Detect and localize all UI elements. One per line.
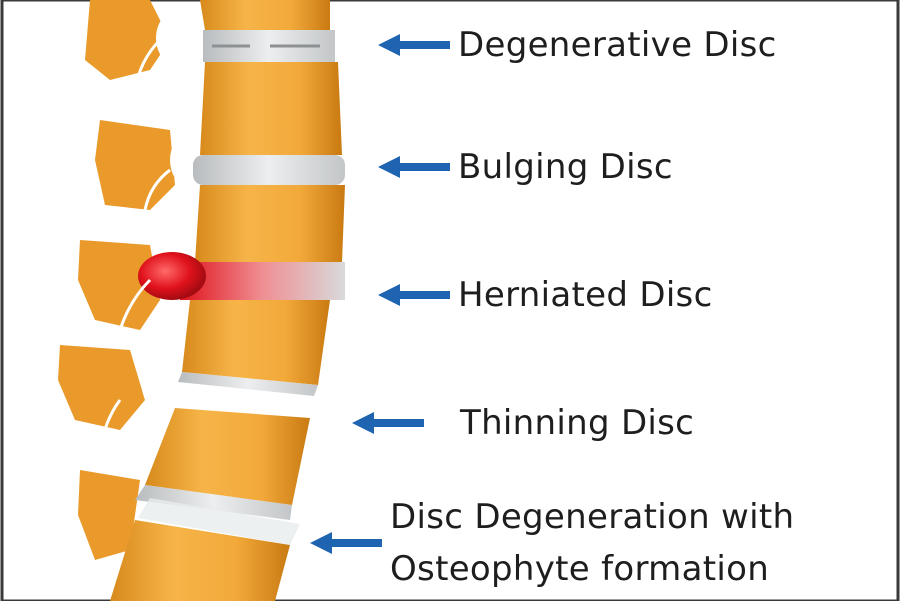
- posterior-processes: [58, 0, 175, 560]
- arrow-icon: [378, 156, 450, 178]
- arrow-icon: [310, 532, 382, 554]
- arrow-icon: [378, 284, 450, 306]
- label-osteophyte-line1: Disc Degeneration with: [390, 497, 795, 537]
- nerve-lines: [98, 38, 171, 451]
- label-bulging-disc: Bulging Disc: [458, 147, 673, 187]
- arrow-icon: [352, 412, 424, 434]
- label-osteophyte-line2: Osteophyte formation: [390, 549, 770, 589]
- label-thinning-disc: Thinning Disc: [460, 403, 695, 443]
- thinning-disc: [178, 372, 318, 396]
- osteophyte-disc: [135, 485, 292, 520]
- vertebral-bodies: [110, 0, 345, 601]
- herniation-blob: [138, 252, 206, 300]
- label-degenerative-disc: Degenerative Disc: [458, 25, 777, 65]
- herniated-disc: [180, 262, 345, 300]
- arrow-icon: [378, 34, 450, 56]
- label-herniated-disc: Herniated Disc: [458, 275, 713, 315]
- bulging-disc: [193, 155, 345, 185]
- intervertebral-discs: [135, 30, 345, 545]
